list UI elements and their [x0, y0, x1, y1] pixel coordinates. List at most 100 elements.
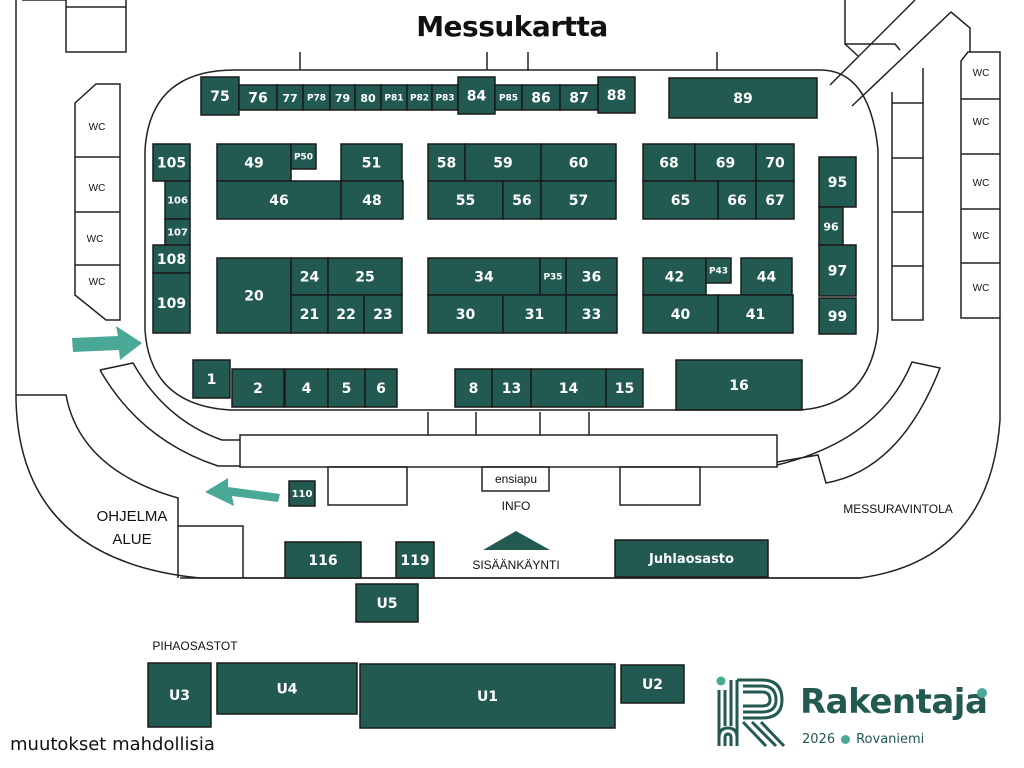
booth-44[interactable]: 44: [740, 257, 793, 296]
booth-rect[interactable]: [818, 244, 857, 297]
booth-rect[interactable]: [717, 294, 794, 334]
booth-rect[interactable]: [216, 662, 358, 715]
booth-14[interactable]: 14: [530, 368, 607, 408]
booth-84[interactable]: 84: [457, 76, 496, 115]
booth-16[interactable]: 16: [675, 359, 803, 411]
booth-31[interactable]: 31: [502, 294, 567, 334]
booth-rect[interactable]: [231, 368, 285, 408]
booth-p78[interactable]: P78: [302, 84, 331, 111]
booth-68[interactable]: 68: [642, 143, 696, 182]
booth-p81[interactable]: P81: [380, 84, 408, 111]
booth-109[interactable]: 109: [152, 272, 191, 334]
booth-76[interactable]: 76: [238, 84, 278, 111]
booth-59[interactable]: 59: [464, 143, 542, 182]
booth-rect[interactable]: [327, 294, 365, 334]
booth-42[interactable]: 42: [642, 257, 707, 296]
booth-96[interactable]: 96: [818, 206, 844, 246]
booth-u1[interactable]: U1: [359, 663, 616, 729]
booth-80[interactable]: 80: [354, 84, 382, 111]
booth-41[interactable]: 41: [717, 294, 794, 334]
booth-rect[interactable]: [457, 76, 496, 115]
booth-36[interactable]: 36: [565, 257, 618, 296]
booth-rect[interactable]: [755, 180, 795, 220]
booth-70[interactable]: 70: [755, 143, 795, 182]
booth-rect[interactable]: [216, 180, 342, 220]
booth-rect[interactable]: [540, 180, 617, 220]
booth-p43[interactable]: P43: [705, 257, 732, 284]
booth-60[interactable]: 60: [540, 143, 617, 182]
booth-rect[interactable]: [238, 84, 278, 111]
booth-34[interactable]: 34: [427, 257, 541, 296]
booth-30[interactable]: 30: [427, 294, 504, 334]
booth-rect[interactable]: [340, 180, 404, 220]
booth-87[interactable]: 87: [559, 84, 599, 111]
booth-66[interactable]: 66: [717, 180, 757, 220]
booth-46[interactable]: 46: [216, 180, 342, 220]
booth-rect[interactable]: [668, 77, 818, 119]
booth-48[interactable]: 48: [340, 180, 404, 220]
booth-rect[interactable]: [530, 368, 607, 408]
booth-rect[interactable]: [216, 143, 292, 182]
booth-105[interactable]: 105: [152, 143, 191, 182]
booth-rect[interactable]: [288, 480, 316, 507]
booth-rect[interactable]: [464, 143, 542, 182]
booth-55[interactable]: 55: [427, 180, 504, 220]
booth-rect[interactable]: [302, 84, 331, 111]
booth-rect[interactable]: [427, 257, 541, 296]
booth-56[interactable]: 56: [502, 180, 542, 220]
booth-rect[interactable]: [290, 143, 317, 170]
booth-p85[interactable]: P85: [494, 84, 523, 111]
booth-rect[interactable]: [755, 143, 795, 182]
booth-rect[interactable]: [284, 368, 329, 408]
booth-juhlaosasto[interactable]: Juhlaosasto: [614, 539, 769, 578]
booth-86[interactable]: 86: [521, 84, 561, 111]
booth-rect[interactable]: [216, 257, 292, 334]
booth-107[interactable]: 107: [164, 218, 191, 246]
booth-rect[interactable]: [491, 368, 532, 408]
booth-51[interactable]: 51: [340, 143, 403, 182]
booth-89[interactable]: 89: [668, 77, 818, 119]
booth-106[interactable]: 106: [164, 180, 191, 220]
booth-rect[interactable]: [565, 257, 618, 296]
booth-rect[interactable]: [705, 257, 732, 284]
booth-rect[interactable]: [740, 257, 793, 296]
booth-99[interactable]: 99: [818, 297, 857, 335]
booth-22[interactable]: 22: [327, 294, 365, 334]
booth-rect[interactable]: [494, 84, 523, 111]
booth-rect[interactable]: [620, 664, 685, 704]
booth-u3[interactable]: U3: [147, 662, 212, 728]
booth-25[interactable]: 25: [327, 257, 403, 296]
booth-rect[interactable]: [540, 143, 617, 182]
booth-97[interactable]: 97: [818, 244, 857, 297]
booth-79[interactable]: 79: [329, 84, 356, 111]
booth-40[interactable]: 40: [642, 294, 719, 334]
booth-49[interactable]: 49: [216, 143, 292, 182]
booth-rect[interactable]: [502, 180, 542, 220]
booth-u4[interactable]: U4: [216, 662, 358, 715]
booth-rect[interactable]: [818, 297, 857, 335]
booth-rect[interactable]: [614, 539, 769, 578]
booth-116[interactable]: 116: [284, 541, 362, 579]
booth-rect[interactable]: [642, 257, 707, 296]
booth-rect[interactable]: [284, 541, 362, 579]
booth-rect[interactable]: [565, 294, 618, 334]
booth-95[interactable]: 95: [818, 156, 857, 208]
booth-p50[interactable]: P50: [290, 143, 317, 170]
booth-75[interactable]: 75: [200, 76, 240, 116]
booth-rect[interactable]: [364, 368, 398, 408]
booth-rect[interactable]: [675, 359, 803, 411]
booth-rect[interactable]: [327, 368, 366, 408]
booth-1[interactable]: 1: [192, 359, 231, 399]
booth-2[interactable]: 2: [231, 368, 285, 408]
booth-rect[interactable]: [147, 662, 212, 728]
booth-rect[interactable]: [642, 180, 719, 220]
booth-rect[interactable]: [521, 84, 561, 111]
booth-88[interactable]: 88: [597, 76, 636, 114]
booth-15[interactable]: 15: [605, 368, 644, 408]
booth-110[interactable]: 110: [288, 480, 316, 507]
booth-rect[interactable]: [597, 76, 636, 114]
booth-rect[interactable]: [642, 294, 719, 334]
booth-108[interactable]: 108: [152, 244, 191, 274]
booth-rect[interactable]: [164, 218, 191, 246]
